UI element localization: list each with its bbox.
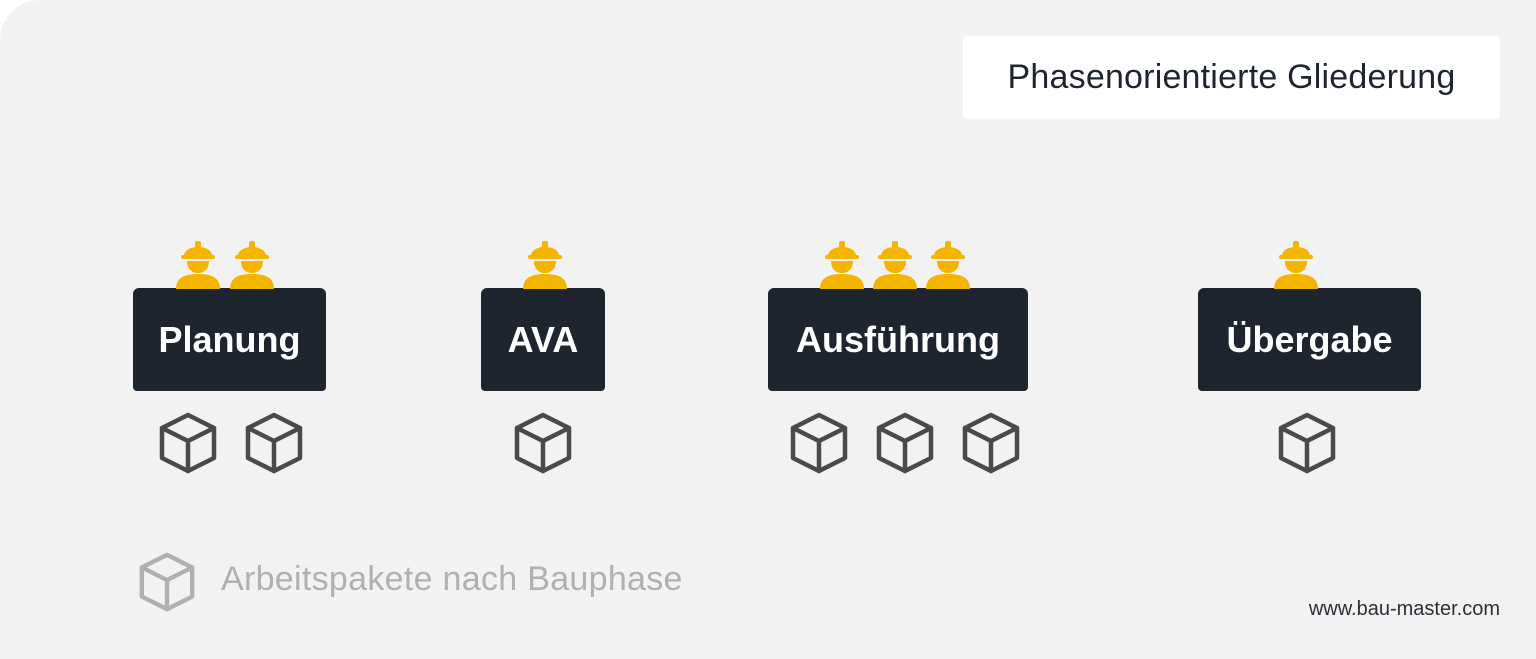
worker-icon: [1274, 241, 1318, 289]
package-cube-icon: [876, 412, 934, 474]
worker-icon: [873, 241, 917, 289]
phase-box-ausfuehrung: Ausführung: [768, 288, 1028, 391]
package-cube-icon: [514, 412, 572, 474]
package-cube-icon: [1278, 412, 1336, 474]
package-cube-icon: [962, 412, 1020, 474]
worker-icon: [230, 241, 274, 289]
legend-label: Arbeitspakete nach Bauphase: [221, 560, 683, 598]
worker-icon: [176, 241, 220, 289]
package-cube-icon: [159, 412, 217, 474]
worker-icon: [523, 241, 567, 289]
package-cube-icon: [245, 412, 303, 474]
phase-box-ava: AVA: [481, 288, 605, 391]
website-url: www.bau-master.com: [1308, 598, 1500, 620]
phase-box-planung: Planung: [133, 288, 326, 391]
package-cube-icon: [790, 412, 848, 474]
legend-package-cube-icon: [139, 552, 195, 612]
worker-icon: [926, 241, 970, 289]
worker-icon: [820, 241, 864, 289]
phase-box-uebergabe: Übergabe: [1198, 288, 1421, 391]
diagram-title: Phasenorientierte Gliederung: [963, 36, 1500, 119]
